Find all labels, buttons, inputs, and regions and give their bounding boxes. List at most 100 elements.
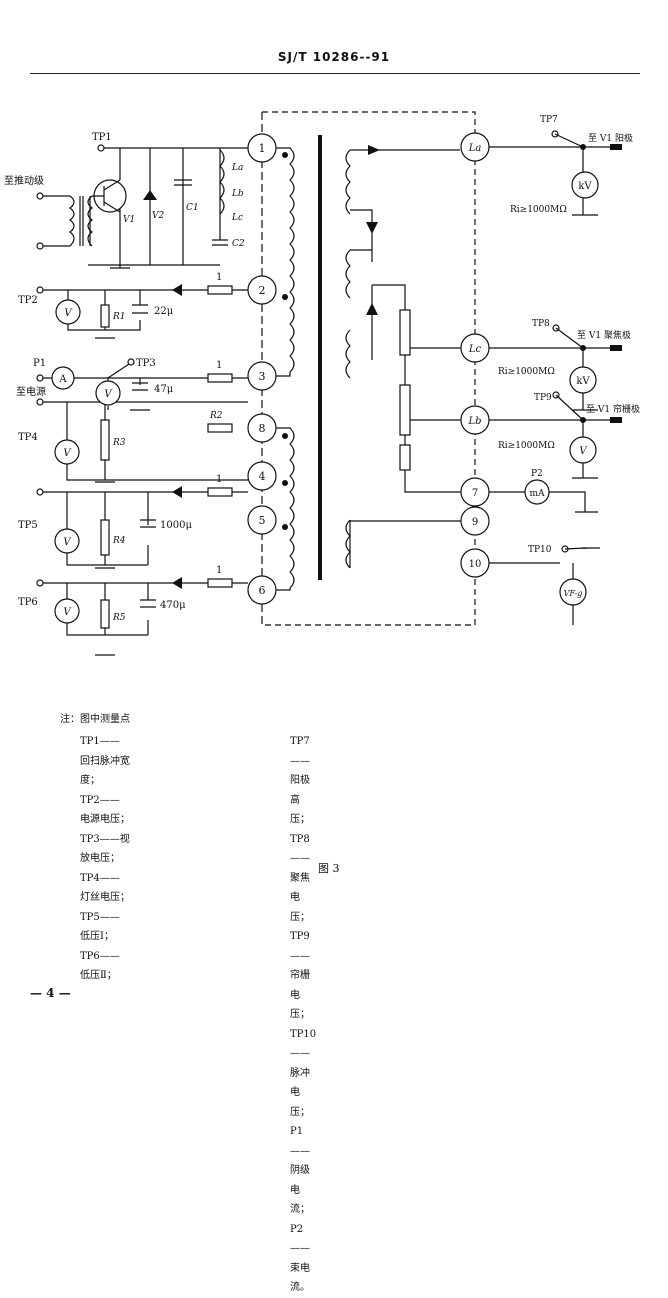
label-r-focus: Ri≥1000MΩ — [498, 367, 555, 377]
label-cap-1000: 1000μ — [160, 520, 192, 531]
label-c2: C2 — [232, 239, 245, 249]
tp2-switch — [107, 363, 130, 379]
note-item: P2—— 束电流。 — [290, 1223, 310, 1294]
pin-circles-right — [460, 132, 490, 578]
capacitors — [132, 179, 228, 608]
note-item: TP10—— 脉冲电压； — [290, 1028, 317, 1118]
note-item: TP8—— 聚焦电压； — [290, 833, 310, 923]
label-r3: R3 — [112, 438, 126, 448]
label-power-supply: 至电源 — [16, 385, 46, 398]
hv-wiring — [349, 149, 461, 568]
notes-title: 注：图中测量点 — [60, 714, 130, 725]
label-tp3-switch: TP3 — [136, 358, 156, 369]
meters-left — [51, 299, 121, 624]
note-item: TP2—— 电源电压； — [80, 794, 130, 826]
standard-number: SJ/T 10286--91 — [277, 50, 391, 64]
notes-section: 注：图中测量点 TP1—— 回扫脉冲宽度； TP2—— 电源电压； TP3——视… — [60, 710, 316, 1293]
circuit-diagram: 1 2 3 8 4 5 6 La Lc Lb 7 9 10 V A V V — [4, 111, 640, 656]
voltmeter-grid: V — [579, 446, 588, 457]
voltmeter-tp4: V — [63, 448, 72, 459]
pin-5: 5 — [259, 514, 266, 527]
pin-lc: Lc — [468, 344, 482, 355]
secondary-winding — [276, 427, 295, 591]
right-wiring — [489, 133, 620, 625]
focus-potentiometer — [399, 309, 411, 356]
label-r-anode: Ri≥1000MΩ — [510, 205, 567, 215]
polarity-dots — [282, 152, 288, 530]
pin-4: 4 — [259, 470, 266, 483]
pin-1: 1 — [259, 142, 266, 155]
pin-9: 9 — [472, 517, 478, 528]
label-res-1c: 1 — [216, 474, 222, 485]
transistor-leads — [92, 179, 121, 213]
note-item: TP5—— 低压Ⅰ； — [80, 911, 120, 943]
label-tp5: TP5 — [18, 520, 38, 531]
pin-lb: Lb — [467, 416, 481, 427]
ammeter-p1: A — [58, 374, 67, 385]
label-lb: Lb — [231, 189, 244, 199]
label-p2: P2 — [531, 469, 543, 479]
ground-symbols — [95, 214, 600, 656]
junction-dots — [580, 144, 622, 423]
meters-right — [524, 171, 599, 606]
pin-2: 2 — [259, 284, 266, 297]
label-v2: V2 — [152, 211, 164, 221]
label-tp10: TP10 — [528, 545, 552, 555]
label-tp2: TP2 — [18, 295, 38, 306]
pin-6: 6 — [259, 584, 266, 597]
note-item: TP3——视放电压； — [80, 833, 130, 865]
label-tp8: TP8 — [532, 319, 550, 329]
grid-potentiometer — [399, 384, 411, 436]
label-tp1: TP1 — [92, 132, 112, 143]
label-r-grid: Ri≥1000MΩ — [498, 441, 555, 451]
pin-circles-left — [247, 133, 277, 605]
note-item: TP4—— 灯丝电压； — [80, 872, 130, 904]
label-c1: C1 — [186, 203, 199, 213]
kilovoltmeter-focus: kV — [576, 376, 590, 387]
pin-3: 3 — [259, 370, 266, 383]
note-item: TP6—— 低压Ⅱ； — [80, 950, 120, 982]
label-lc: Lc — [231, 213, 243, 223]
milliammeter-p2: mA — [529, 489, 545, 499]
drive-transformer — [69, 149, 225, 247]
note-item: TP9—— 帘栅电压； — [290, 931, 310, 1020]
transformer-enclosure — [262, 111, 476, 626]
resistors-left — [100, 285, 233, 629]
label-r5: R5 — [112, 613, 126, 623]
note-item: P1—— 阴级电流； — [290, 1126, 310, 1215]
pin-10: 10 — [469, 559, 482, 570]
label-la: La — [231, 163, 243, 173]
hv-winding — [345, 149, 351, 569]
label-to-grid: 至 V1 帘栅极 — [586, 403, 640, 415]
label-r2: R2 — [209, 411, 223, 421]
voltmeter-vfg: VF-g — [564, 589, 583, 598]
label-r1: R1 — [112, 312, 126, 322]
note-item: TP1—— 回扫脉冲宽度； — [80, 736, 130, 786]
label-p1: P1 — [33, 358, 46, 369]
primary-winding — [276, 147, 295, 377]
label-cap-47: 47μ — [154, 384, 174, 395]
label-res-1d: 1 — [216, 565, 222, 576]
header-rule — [30, 73, 640, 74]
kilovoltmeter-anode: kV — [578, 181, 592, 192]
label-tp6: TP6 — [18, 597, 38, 608]
pin-8: 8 — [259, 422, 266, 435]
figure-caption: 图 3 — [318, 862, 340, 875]
label-tp7: TP7 — [540, 115, 558, 125]
label-to-focus: 至 V1 聚焦极 — [577, 329, 631, 341]
voltmeter-tp5: V — [63, 537, 72, 548]
notes-right-column: TP7—— 阳极高压； TP8—— 聚焦电压； TP9—— 帘栅电压； TP10… — [290, 732, 316, 1298]
hv-diodes — [366, 145, 380, 315]
voltmeter-tp3: V — [104, 389, 113, 400]
page-number: — 4 — — [30, 986, 71, 1000]
pin-7: 7 — [472, 488, 478, 499]
note-item: TP7—— 阳极高压； — [290, 736, 310, 825]
label-res-1a: 1 — [216, 272, 222, 283]
left-wiring — [40, 147, 248, 636]
bleeder-resistor — [399, 444, 411, 471]
pin-la: La — [468, 143, 482, 154]
label-drive-stage: 至推动级 — [4, 174, 44, 187]
voltmeter-tp2: V — [64, 308, 73, 319]
label-cap-470: 470μ — [160, 600, 186, 611]
diodes-left — [143, 190, 182, 589]
